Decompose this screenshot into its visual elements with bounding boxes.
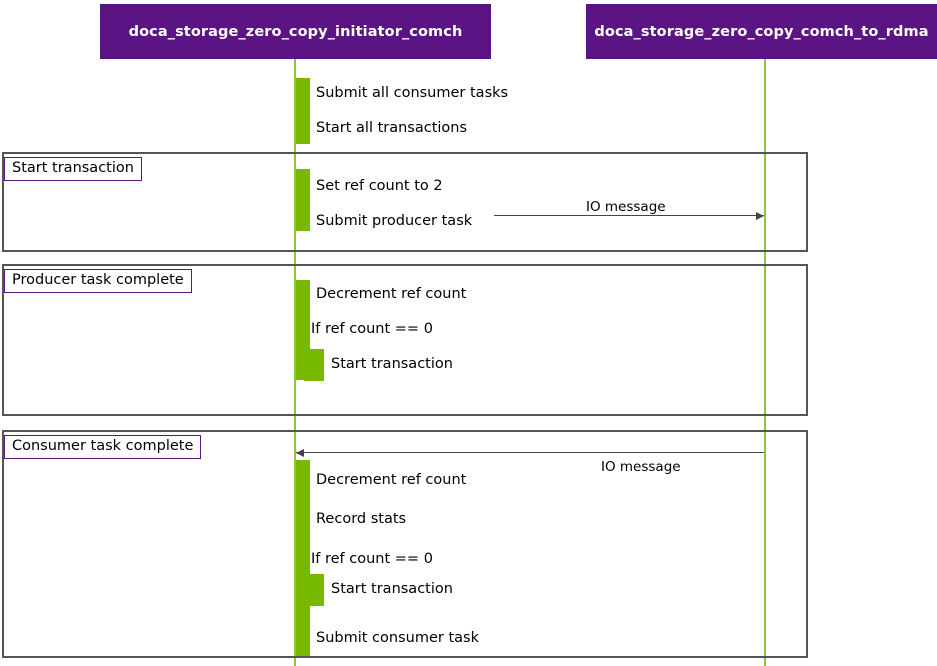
activation-bar-nested (304, 349, 324, 381)
action-label: Start transaction (331, 356, 453, 372)
action-label: If ref count == 0 (311, 551, 433, 567)
action-label: Submit producer task (316, 213, 473, 229)
frame-label-start-transaction: Start transaction (4, 157, 142, 181)
action-label: Set ref count to 2 (316, 178, 443, 194)
action-label: If ref count == 0 (311, 321, 433, 337)
participant-header-initiator[interactable]: doca_storage_zero_copy_initiator_comch (100, 4, 491, 59)
action-label: Start all transactions (316, 120, 468, 136)
lifeline-comch_to_rdma (764, 59, 766, 666)
message-label: IO message (586, 199, 666, 215)
action-label: Start transaction (331, 581, 453, 597)
activation-bar-prelude (296, 78, 310, 144)
action-label: Record stats (316, 511, 407, 527)
frame-label-producer-task-complete: Producer task complete (4, 269, 192, 293)
message-arrowhead-left (296, 448, 304, 457)
frame-producer-task-complete (2, 264, 808, 416)
frame-start-transaction (2, 152, 808, 252)
lifeline-initiator (294, 59, 296, 666)
action-label: Submit all consumer tasks (316, 85, 509, 101)
action-label: Decrement ref count (316, 286, 467, 302)
activation-bar-nested (304, 574, 324, 606)
message-label: IO message (601, 459, 681, 475)
message-line-consumer-task-complete-0 (296, 452, 764, 453)
frame-label-consumer-task-complete: Consumer task complete (4, 435, 202, 459)
action-label: Decrement ref count (316, 472, 467, 488)
message-arrowhead-right (756, 211, 764, 220)
activation-bar (296, 460, 310, 656)
activation-bar (296, 169, 310, 231)
participant-header-comch_to_rdma[interactable]: doca_storage_zero_copy_comch_to_rdma (586, 4, 937, 59)
message-line-start-transaction-0 (494, 215, 764, 216)
action-label: Submit consumer task (316, 630, 479, 646)
frame-consumer-task-complete (2, 430, 808, 658)
